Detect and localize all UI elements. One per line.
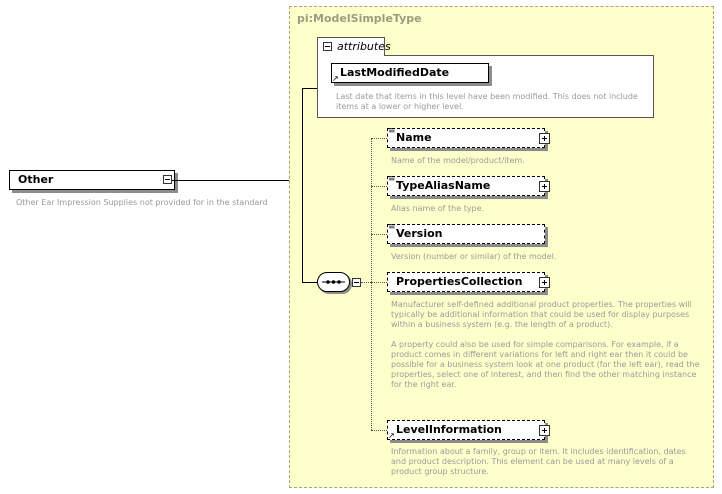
- connector-root-to-type: [172, 180, 302, 181]
- root-element-other[interactable]: Other: [9, 170, 175, 190]
- element-lines-icon: ≡: [388, 222, 396, 232]
- element-typealiasname-description: Alias name of the type.: [391, 204, 485, 213]
- expand-name-icon[interactable]: [539, 133, 550, 144]
- sequence-compositor[interactable]: [317, 272, 350, 292]
- connector-name: [371, 138, 387, 139]
- element-typealiasname-label: TypeAliasName: [396, 179, 491, 192]
- attribute-lastmodifieddate[interactable]: LastModifiedDate: [331, 63, 489, 83]
- reference-arrow-icon: ↗: [332, 74, 339, 83]
- element-version[interactable]: Version: [387, 224, 545, 244]
- collapse-attributes-icon[interactable]: [323, 42, 332, 51]
- element-levelinformation[interactable]: LevelInformation: [387, 420, 545, 440]
- element-propertiescollection[interactable]: PropertiesCollection: [387, 272, 545, 292]
- expand-levelinformation-icon[interactable]: [539, 425, 550, 436]
- expand-typealiasname-icon[interactable]: [539, 181, 550, 192]
- attribute-description: Last date that items in this level have …: [336, 92, 638, 111]
- element-version-label: Version: [396, 227, 443, 240]
- expand-propertiescollection-icon[interactable]: [539, 277, 550, 288]
- collapse-sequence-icon[interactable]: [352, 278, 361, 287]
- element-typealiasname[interactable]: TypeAliasName: [387, 176, 545, 196]
- attributes-tab[interactable]: [317, 37, 385, 56]
- collapse-root-icon[interactable]: [163, 175, 172, 184]
- element-levelinformation-description: Information about a family, group or ite…: [391, 447, 686, 476]
- element-name-label: Name: [396, 131, 432, 144]
- element-name[interactable]: Name: [387, 128, 545, 148]
- element-version-description: Version (number or similar) of the model…: [391, 252, 557, 261]
- connector-seq-out: [361, 282, 371, 283]
- complex-type-title: pi:ModelSimpleType: [297, 12, 422, 25]
- sequence-compositor-icon: [322, 280, 345, 284]
- connector-levelinformation: [371, 430, 387, 431]
- reference-arrow-icon: ↗: [388, 431, 395, 440]
- root-element-label: Other: [18, 173, 54, 186]
- connector-version: [371, 234, 387, 235]
- element-name-description: Name of the model/product/item.: [391, 156, 525, 165]
- element-levelinformation-label: LevelInformation: [396, 423, 502, 436]
- element-propertiescollection-label: PropertiesCollection: [396, 275, 523, 288]
- connector-to-attributes: [302, 88, 318, 89]
- connector-typealiasname: [371, 186, 387, 187]
- element-lines-icon: ≡: [388, 126, 396, 136]
- sequence-children-line: [371, 138, 372, 430]
- element-lines-icon: ≡: [388, 174, 396, 184]
- connector-type-bracket: [302, 88, 303, 283]
- attributes-label: attributes: [337, 40, 391, 53]
- connector-to-sequence: [302, 282, 318, 283]
- element-propertiescollection-description: Manufacturer self-defined additional pro…: [391, 300, 700, 389]
- root-element-description: Other Ear Impression Supplies not provid…: [16, 198, 268, 207]
- connector-propertiescollection: [371, 282, 387, 283]
- attribute-label: LastModifiedDate: [340, 66, 450, 79]
